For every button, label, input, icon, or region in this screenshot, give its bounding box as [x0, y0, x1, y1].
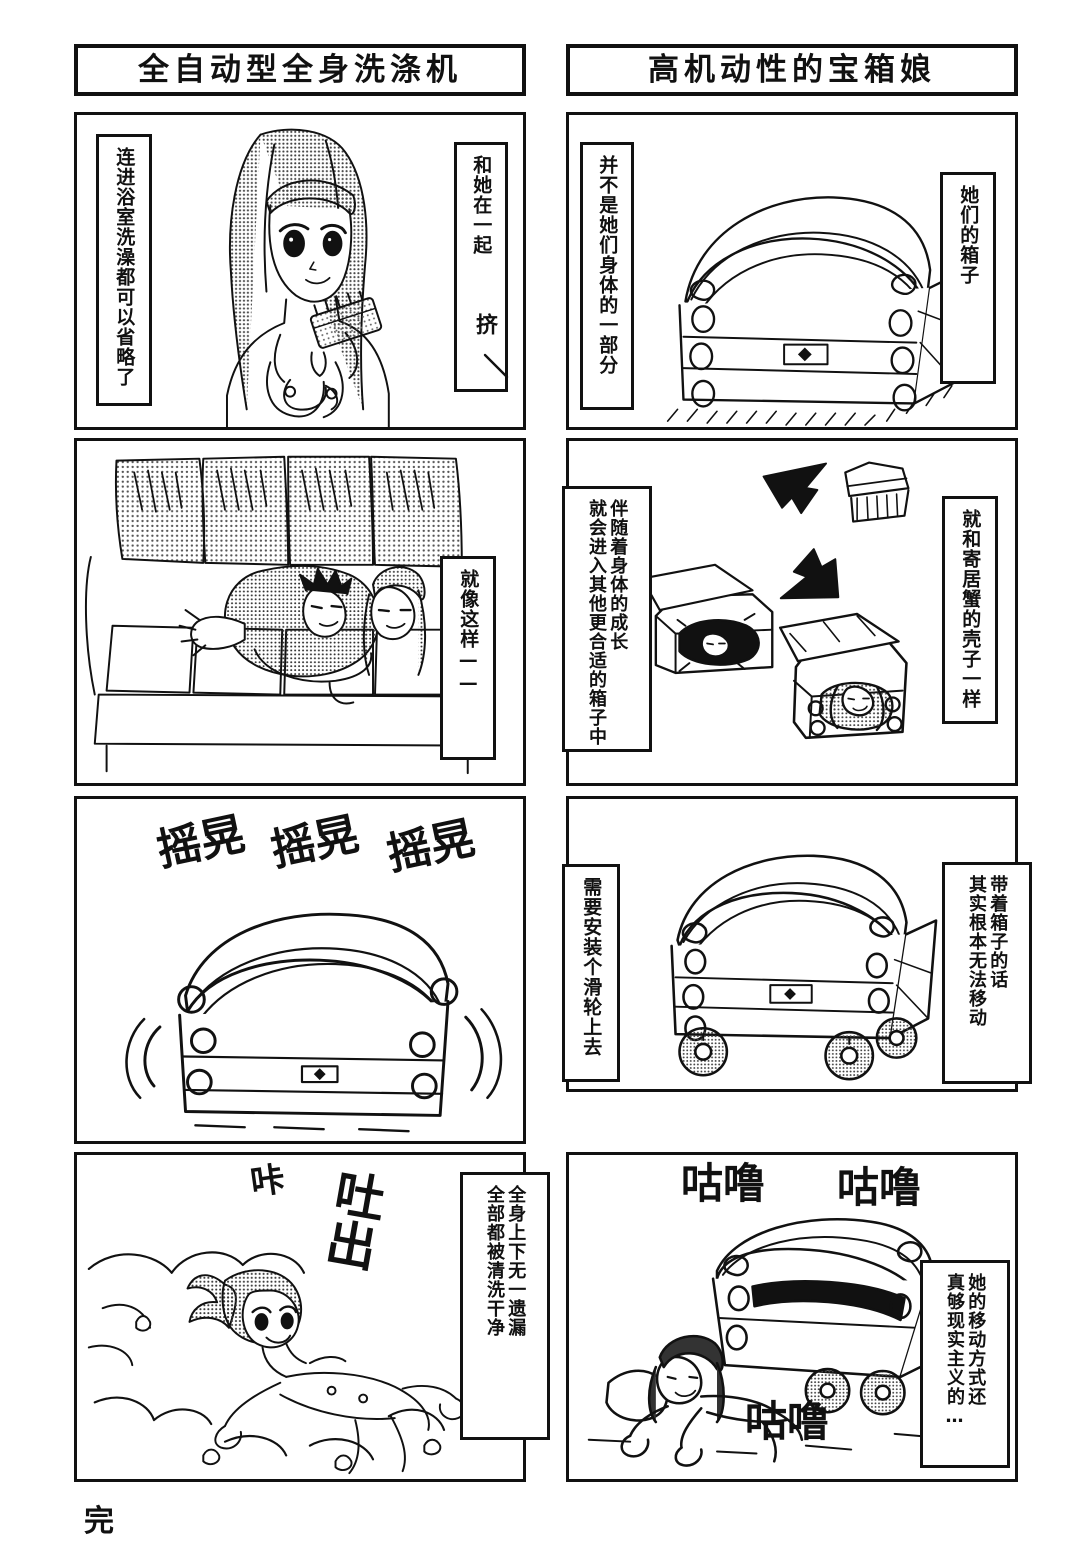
caption-line: 她们的箱子: [957, 185, 980, 285]
sfx-L1-0: 挤: [472, 313, 497, 335]
caption-line: 需要安装个滑轮上去: [580, 877, 603, 1057]
caption-L4-right: 全身上下无一遗漏 全部都被清洗干净: [460, 1172, 550, 1440]
caption-R4-right: 她的移动方式还 真够现实主义的…: [920, 1260, 1010, 1468]
caption-line: 和她在一起: [470, 155, 493, 255]
panel-R3-art: [569, 799, 1015, 1089]
caption-line: 就会进入其他更合适的箱子中: [586, 499, 607, 746]
caption-line: 其实根本无法移动: [966, 875, 987, 1027]
sfx-R4-0: 咕噜: [681, 1159, 766, 1208]
caption-R1-right: 她们的箱子: [940, 172, 996, 384]
end-mark: 完: [84, 1504, 114, 1539]
caption-line: 就和寄居蟹的壳子一样: [959, 509, 982, 709]
caption-line: 全部都被清洗干净: [484, 1185, 505, 1337]
panel-L4: 咔 吐出: [74, 1152, 526, 1482]
sfx-R4-1: 咕噜: [837, 1163, 922, 1212]
panel-L3-art: [77, 799, 523, 1141]
strip-title-left: 全自动型全身洗涤机: [74, 44, 526, 96]
caption-R3-left: 需要安装个滑轮上去: [562, 864, 620, 1082]
caption-line: 真够现实主义的…: [944, 1273, 965, 1428]
caption-R3-right: 需要安装个滑轮上去 带着箱子的话 其实根本无法移动: [942, 862, 1032, 1084]
panel-L2-art: [77, 441, 523, 783]
caption-line: 带着箱子的话: [987, 875, 1009, 989]
caption-R2-right: 就和寄居蟹的壳子一样: [942, 496, 998, 724]
caption-L2-right: 就像这样——: [440, 556, 496, 760]
strip-title-left-text: 全自动型全身洗涤机: [138, 51, 462, 88]
panel-L4-art: [77, 1155, 523, 1479]
sfx-L4-0: 咔: [241, 1160, 287, 1200]
caption-line: 就像这样——: [457, 569, 480, 695]
caption-line: 她的移动方式还: [965, 1273, 987, 1406]
caption-line: 连进浴室洗澡都可以省略了: [113, 147, 136, 387]
panel-R2-art: [569, 441, 1015, 783]
strip-title-right-text: 高机动性的宝箱娘: [648, 51, 936, 88]
caption-line: 并不是她们身体的一部分: [596, 155, 619, 375]
caption-line: 伴随着身体的成长: [607, 499, 629, 651]
strip-title-right: 高机动性的宝箱娘: [566, 44, 1018, 96]
panel-L3: 摇晃 摇晃 摇晃: [74, 796, 526, 1144]
caption-L1-right: 和她在一起: [454, 142, 508, 392]
sfx-L1-flick-mark: [483, 353, 509, 379]
caption-L1-left: 连进浴室洗澡都可以省略了: [96, 134, 152, 406]
caption-line: 全身上下无一遗漏: [505, 1185, 527, 1337]
panel-L1-art: [77, 115, 523, 427]
panel-R1-art: [569, 115, 1015, 427]
caption-R2-left: 伴随着身体的成长 就会进入其他更合适的箱子中: [562, 486, 652, 752]
caption-R1-left: 并不是她们身体的一部分: [580, 142, 634, 410]
sfx-R4-2: 咕噜: [745, 1397, 830, 1446]
